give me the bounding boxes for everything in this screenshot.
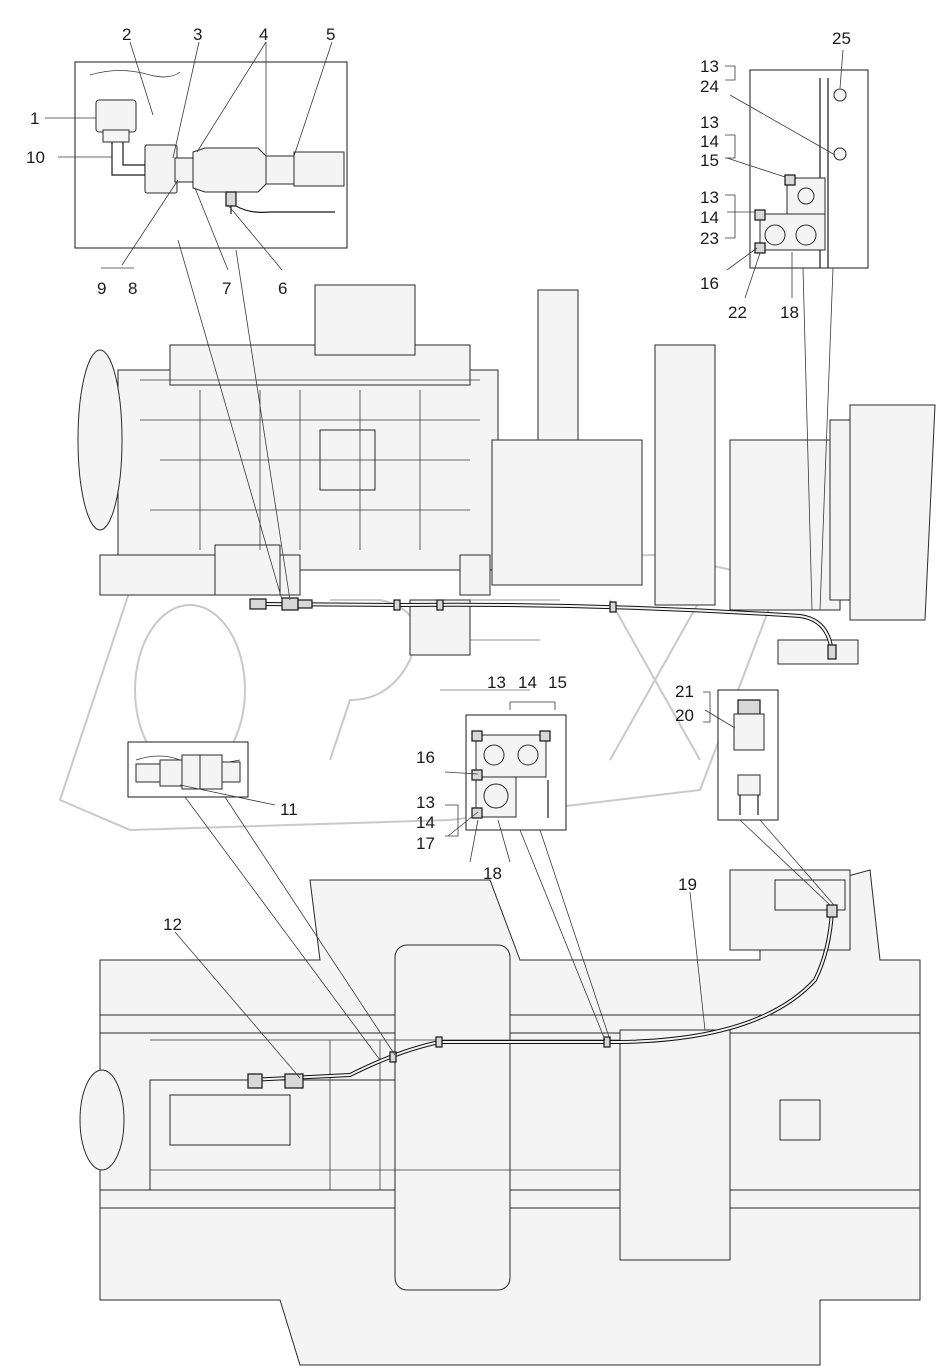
callout-2: 2 (122, 25, 131, 44)
callout-16a: 16 (700, 274, 719, 293)
coupling-detail-inset (717, 689, 779, 821)
hose-upper (249, 597, 837, 660)
engine-side-view (77, 284, 936, 665)
callout-6: 6 (278, 279, 287, 298)
valve-detail-inset (74, 61, 348, 249)
callout-13c: 13 (700, 188, 719, 207)
callout-1: 1 (30, 109, 39, 128)
callout-21: 21 (675, 682, 694, 701)
callout-25: 25 (832, 29, 851, 48)
hose-joint-inset (127, 741, 249, 798)
callout-14a: 14 (700, 132, 719, 151)
callout-14b: 14 (700, 208, 719, 227)
callout-3: 3 (193, 25, 202, 44)
hose-lower (247, 904, 838, 1089)
callout-17: 17 (416, 834, 435, 853)
callout-9: 9 (97, 279, 106, 298)
callout-13d: 13 (487, 673, 506, 692)
clamp-detail-inset-middle (465, 714, 567, 831)
callout-13e: 13 (416, 793, 435, 812)
callout-11: 11 (280, 800, 298, 819)
callout-5: 5 (326, 25, 335, 44)
clamp-detail-inset-top (749, 69, 869, 269)
callout-18b: 18 (483, 864, 502, 883)
callout-22: 22 (728, 303, 747, 322)
callout-4: 4 (259, 25, 268, 44)
callout-20: 20 (675, 706, 694, 725)
callout-labels: 1 2 3 4 5 10 9 8 7 6 13 24 13 14 15 13 1… (26, 25, 851, 934)
callout-14d: 14 (416, 813, 435, 832)
callout-8: 8 (128, 279, 137, 298)
callout-13a: 13 (700, 57, 719, 76)
callout-19: 19 (678, 875, 697, 894)
chassis-plan-view (79, 869, 921, 1366)
callout-15a: 15 (700, 151, 719, 170)
callout-13b: 13 (700, 113, 719, 132)
callout-16b: 16 (416, 748, 435, 767)
callout-12: 12 (163, 915, 182, 934)
callout-7: 7 (222, 279, 231, 298)
leader-lines (45, 41, 844, 1079)
callout-24: 24 (700, 77, 719, 96)
callout-14c: 14 (518, 673, 537, 692)
callout-15b: 15 (548, 673, 567, 692)
callout-23: 23 (700, 229, 719, 248)
callout-10: 10 (26, 148, 45, 167)
callout-18a: 18 (780, 303, 799, 322)
